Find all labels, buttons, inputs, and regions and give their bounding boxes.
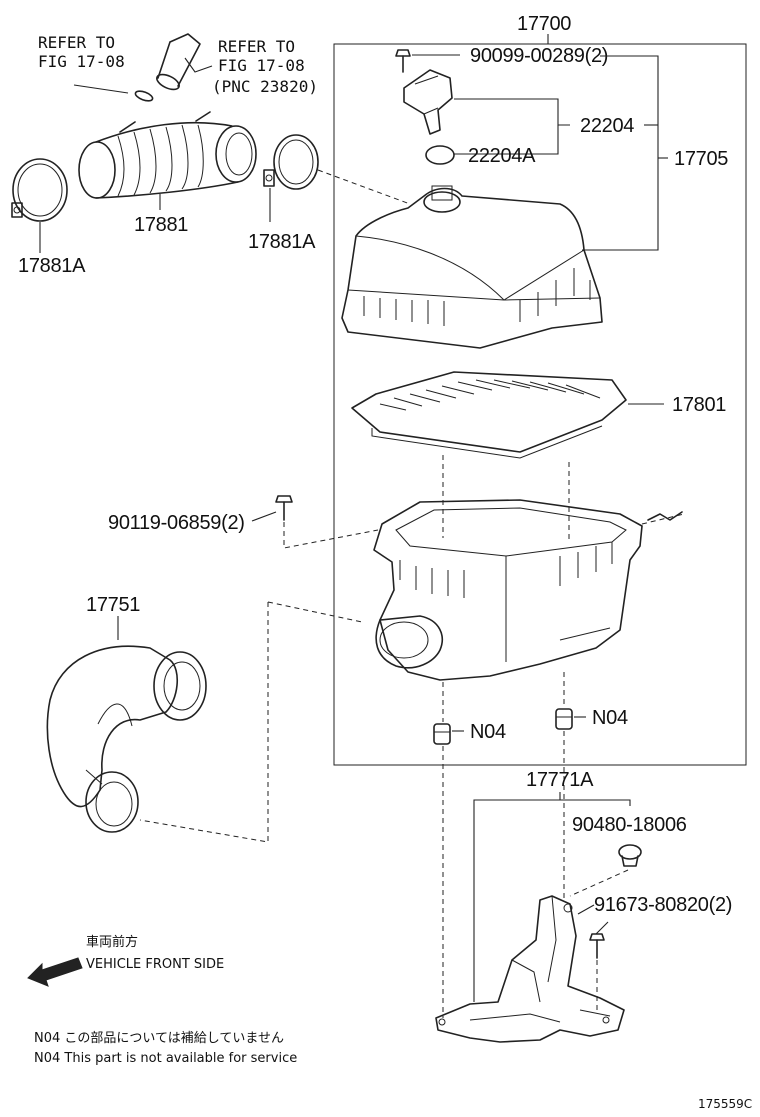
bolt-90119-part (275, 495, 293, 521)
label-n04-a: N04 (470, 721, 506, 743)
small-clip-part (134, 90, 154, 102)
direction-label-jp: 車両前方 (86, 934, 138, 950)
bolt-91673-part (589, 933, 605, 959)
label-22204: 22204 (580, 115, 634, 137)
filter-element-17801-part (351, 371, 627, 459)
refer-to-2-line3: (PNC 23820) (212, 77, 318, 96)
bracket-17771A-part (435, 895, 625, 1043)
label-22204A: 22204A (468, 145, 536, 167)
air-cleaner-cap-part (341, 185, 603, 349)
label-17751: 17751 (86, 594, 140, 616)
label-90480-18006: 90480-18006 (572, 814, 687, 836)
refer-to-2-line2: FIG 17-08 (218, 56, 305, 75)
refer-to-group-2: REFER TO FIG 17-08 (PNC 23820) (156, 33, 318, 96)
air-duct-17751-part (46, 645, 207, 833)
gasket-22204A-part (425, 145, 455, 165)
hose-clamp-left-part (11, 158, 68, 222)
note-en: N04 This part is not available for servi… (34, 1051, 297, 1066)
cushion-n04-b-part (555, 708, 573, 730)
airflow-meter-22204-part (403, 69, 453, 135)
assembly-frame-17700 (333, 43, 747, 766)
label-17771A: 17771A (526, 769, 594, 791)
label-17801: 17801 (672, 394, 726, 416)
hose-clamp-right-part (263, 134, 319, 190)
refer-to-1-line1: REFER TO (38, 33, 115, 52)
label-17881A-right: 17881A (248, 231, 316, 253)
cushion-n04-a-part (433, 723, 451, 745)
label-90099-00289: 90099-00289(2) (470, 45, 608, 67)
direction-label-en: VEHICLE FRONT SIDE (86, 957, 224, 972)
hose-stub-part (156, 33, 201, 91)
label-90119-06859: 90119-06859(2) (108, 512, 245, 534)
refer-to-2-line1: REFER TO (218, 37, 295, 56)
label-17881: 17881 (134, 214, 188, 236)
front-arrow-icon (27, 957, 83, 987)
label-91673-80820: 91673-80820(2) (594, 894, 732, 916)
air-cleaner-case-part (373, 499, 683, 681)
bolt-90099-part (395, 49, 411, 73)
label-17705: 17705 (674, 148, 728, 170)
note-jp: N04 この部品については補給していません (34, 1031, 284, 1046)
label-17700: 17700 (517, 13, 571, 35)
label-n04-b: N04 (592, 707, 628, 729)
intake-hose-17881-part (78, 111, 257, 199)
label-17881A-left: 17881A (18, 255, 86, 277)
grommet-90480-part (618, 844, 642, 867)
refer-to-1-line2: FIG 17-08 (38, 52, 125, 71)
refer-to-group-1: REFER TO FIG 17-08 (38, 33, 154, 102)
figure-id: 175559C (698, 1097, 752, 1111)
